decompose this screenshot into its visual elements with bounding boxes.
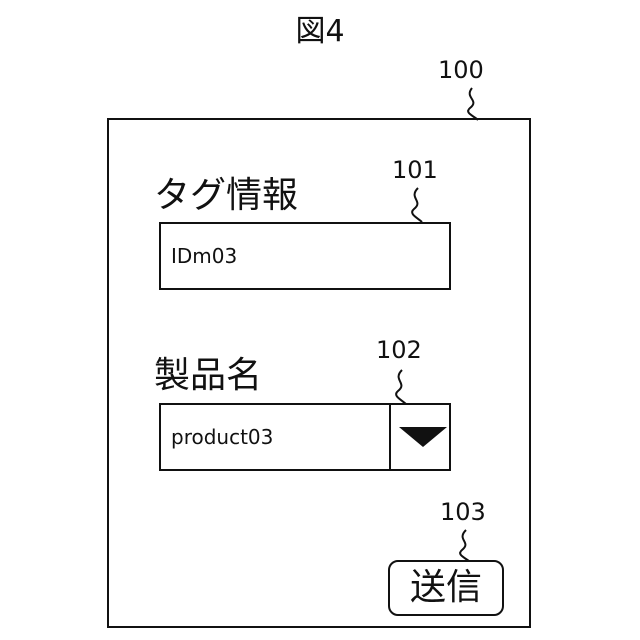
ref-submit-button-leader	[452, 530, 478, 562]
product-name-label: 製品名	[154, 358, 262, 394]
ref-product-field: 102	[376, 336, 422, 364]
ref-screen-leader	[460, 88, 486, 120]
tag-info-label: タグ情報	[154, 178, 298, 214]
product-name-value: product03	[171, 405, 273, 469]
ref-submit-button: 103	[440, 498, 486, 526]
ref-tag-field: 101	[392, 156, 438, 184]
figure-title: 図4	[0, 6, 640, 50]
ref-product-field-leader	[388, 370, 414, 404]
ref-tag-field-leader	[404, 188, 430, 222]
triangle-down-icon[interactable]	[399, 427, 447, 447]
tag-info-input[interactable]: IDm03	[159, 222, 451, 290]
product-name-select[interactable]: product03	[159, 403, 451, 471]
submit-button[interactable]: 送信	[388, 560, 504, 616]
select-divider	[389, 405, 391, 469]
ref-screen: 100	[438, 56, 484, 84]
